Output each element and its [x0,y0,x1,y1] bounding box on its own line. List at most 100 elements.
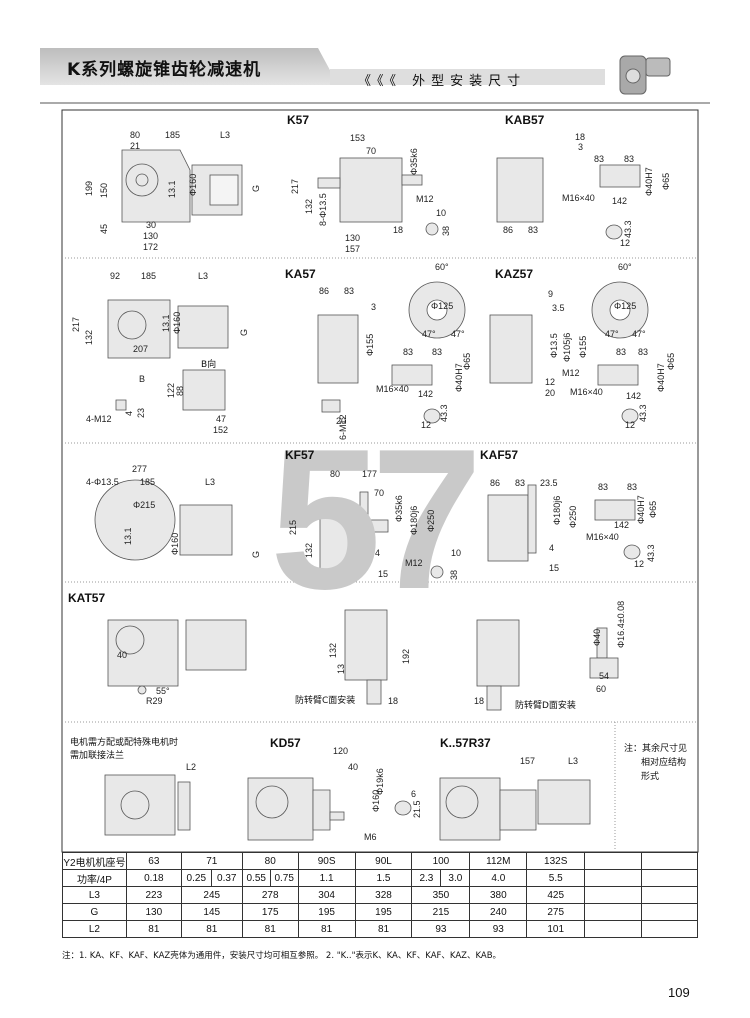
dim: Φ155 [578,335,588,358]
row-header: L2 [62,920,127,938]
cell: 2.3 [411,869,442,887]
dim: L3 [198,271,209,281]
dim: Φ160 [188,173,198,196]
caption-d-face: 防转臂D面安装 [515,701,576,711]
dim: 15 [378,569,389,579]
dim: 88 [175,385,185,396]
dim: 132 [304,542,314,558]
dim: 192 [401,648,411,664]
dim: 130 [345,233,361,243]
dim-l2: L2 [186,762,197,772]
dim: 47° [605,329,619,339]
dim: 18 [474,696,485,706]
dim: 215 [288,519,298,535]
dim: 47° [422,329,436,339]
dim: 142 [626,391,642,401]
dim: 21.5 [412,800,422,818]
dim: 80 [130,130,141,140]
table-row: L2 81 81 81 81 81 93 93 101 [62,920,698,938]
view-label-b-direction: B向 [201,360,217,370]
dim: 142 [614,520,630,530]
cell [641,852,698,870]
view-title-kaz57: KAZ57 [495,267,534,281]
dim: 54 [599,671,610,681]
dim: 12 [625,420,636,430]
cell: 278 [241,886,299,904]
dim: 4-M12 [86,414,112,424]
dim: 47 [216,414,227,424]
dim: 10 [436,208,447,218]
dim: 185 [141,271,157,281]
dim: 83 [598,482,609,492]
cell: 275 [526,903,586,921]
dim: 43.3 [439,404,449,422]
dim: 18 [575,132,586,142]
cell: 5.5 [526,869,586,887]
dim: 21 [130,141,141,151]
view-title-k57: K57 [287,113,310,127]
dim: Φ65 [661,172,671,190]
cell: 112M [469,852,528,870]
cell: 1.5 [354,869,413,887]
cell: 132S [526,852,586,870]
dim: 132 [304,198,314,214]
dim: B [139,374,146,384]
dim: M12 [562,368,580,378]
cell: 195 [354,903,413,921]
cell: 3.0 [440,869,471,887]
dim: 83 [638,347,649,357]
dim: 20 [545,388,556,398]
dim: Φ160 [371,789,381,812]
dim: 86 [490,478,501,488]
dim: 157 [520,756,536,766]
dim: 23.5 [540,478,558,488]
dim: M12 [416,194,434,204]
dim: 92 [110,271,121,281]
dim: 47° [451,329,465,339]
cell [641,903,698,921]
dim: Φ40H7 [656,363,666,392]
dim: 13 [336,663,346,674]
cell: 240 [469,903,528,921]
dim: 60 [596,684,607,694]
dim: 13.1 [123,527,133,545]
dim: 217 [290,178,300,194]
dim: 132 [328,642,338,658]
dim: 132 [84,329,94,345]
dim: G [251,550,261,558]
page-number: 109 [668,985,690,1000]
cell [584,920,643,938]
cell: 81 [354,920,413,938]
view-title-kaf57: KAF57 [480,448,519,462]
cell: 223 [125,886,182,904]
cell: 145 [180,903,243,921]
footnotes: 注：1. KA、KF、KAF、KAZ壳体为通用件，安装尺寸均可相互参照。 2. … [62,951,502,961]
dim: 40 [348,762,359,772]
dim: 23 [136,407,146,418]
cell: 63 [125,852,182,870]
dim: 43.3 [638,404,648,422]
dim: 20 [336,416,347,426]
dim: 150 [99,182,109,198]
dim: Φ155 [365,333,375,356]
dim: M6 [364,832,377,842]
dim: Φ40H7 [454,363,464,392]
table-row: 功率/4P 0.18 0.25 0.37 0.55 0.75 1.1 1.5 2… [62,869,698,887]
flange-note-line-2: 需加联接法兰 [70,751,125,761]
cell: 71 [180,852,243,870]
view-title-kd57: KD57 [270,736,301,750]
dim: 70 [374,488,385,498]
dim: G [239,328,249,336]
product-image [619,55,671,95]
dim: 43.3 [646,544,656,562]
dim: 47° [632,329,646,339]
dim: 4-Φ13.5 [86,477,119,487]
dim: 8-Φ13.5 [318,193,328,226]
cell: 0.55 [241,869,271,887]
cell: 350 [411,886,471,904]
cell [584,903,643,921]
dim: L3 [205,477,216,487]
side-note-line-3: 形式 [641,772,660,782]
dim: Φ160 [172,311,182,334]
